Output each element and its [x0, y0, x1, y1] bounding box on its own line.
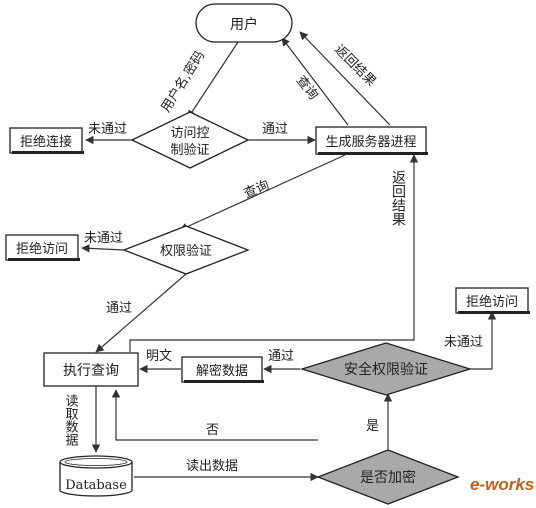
- gen-server-shadow: [318, 152, 428, 155]
- access-check-label-2: 制验证: [170, 142, 209, 158]
- edge-perm-to-reject: [81, 244, 125, 253]
- reject-access-box-2: [455, 287, 529, 314]
- edge-label-return-1: 返回结果: [331, 42, 378, 89]
- edge-label-no: 否: [206, 423, 219, 438]
- access-check-diamond: [130, 111, 250, 169]
- edge-label-fail-1: 未通过: [88, 122, 127, 137]
- reject-access-label-2: 拒绝访问: [466, 294, 518, 310]
- edge-label-query-1: 查询: [293, 73, 321, 103]
- reject-access-shadow-2: [458, 311, 530, 314]
- edge-label-yes: 是: [366, 419, 379, 434]
- edge-server-to-perm: [179, 154, 346, 231]
- gen-server-label: 生成服务器进程: [325, 134, 416, 150]
- reject-connect-label: 拒绝连接: [20, 134, 72, 150]
- edge-user-to-access: [187, 41, 239, 119]
- edge-sec-to-reject: [470, 311, 497, 370]
- decrypt-label: 解密数据: [196, 363, 248, 379]
- reject-access-shadow-1: [8, 258, 80, 261]
- exec-query-box: [43, 352, 139, 387]
- edge-label-user-pwd: 用户名,密码: [158, 48, 208, 115]
- sec-perm-label: 安全权限验证: [344, 361, 428, 378]
- edge-label-pass-3: 通过: [268, 349, 294, 364]
- database-cylinder: [59, 455, 133, 497]
- edge-label-pass-1: 通过: [262, 122, 288, 137]
- is-encrypted-label: 是否加密: [360, 469, 416, 486]
- watermark-logo: e-works: [470, 475, 534, 494]
- decrypt-shadow: [184, 380, 264, 383]
- exec-query-label: 执行查询: [63, 363, 119, 379]
- edge-no-to-exec: [111, 389, 318, 441]
- edge-label-query-2: 查询: [242, 178, 272, 202]
- sec-perm-diamond: [299, 342, 473, 396]
- edge-label-read-data: 读取数据: [63, 394, 79, 446]
- edge-label-read-out: 读出数据: [186, 459, 238, 474]
- edge-label-fail-2: 未通过: [84, 231, 123, 246]
- reject-access-label-1: 拒绝访问: [16, 241, 68, 257]
- user-label: 用户: [230, 16, 258, 33]
- edge-label-plaintext: 明文: [146, 349, 172, 364]
- gen-server-box: [315, 126, 427, 155]
- perm-check-label: 权限验证: [160, 243, 212, 259]
- reject-access-box-1: [5, 234, 79, 261]
- edge-server-query-user: [281, 37, 349, 126]
- edge-label-fail-3: 未通过: [444, 335, 483, 350]
- edge-exec-return-server: [129, 154, 419, 352]
- user-node: [195, 3, 293, 43]
- edge-perm-to-exec: [95, 273, 187, 353]
- edge-label-pass-2: 通过: [106, 301, 132, 316]
- perm-check-diamond: [122, 225, 250, 275]
- database-label: Database: [65, 478, 127, 493]
- is-encrypted-diamond: [316, 449, 460, 505]
- edge-server-return-user: [299, 31, 391, 126]
- decrypt-box: [181, 356, 263, 383]
- access-check-label-1: 访问控: [170, 126, 209, 141]
- reject-connect-shadow: [12, 151, 84, 154]
- edge-label-return-2: 返回结果: [390, 170, 406, 226]
